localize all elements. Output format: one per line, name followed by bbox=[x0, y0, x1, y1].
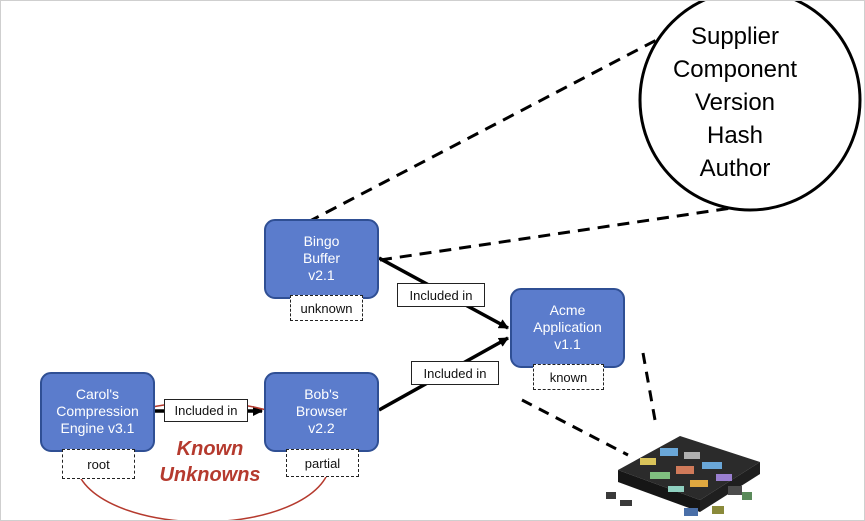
edge-label-carol-to-bob: Included in bbox=[164, 399, 248, 422]
tag-known: known bbox=[533, 364, 604, 390]
callout-text: Supplier Component Version Hash Author bbox=[672, 23, 798, 182]
tag-unknown: unknown bbox=[290, 295, 363, 321]
node-acme-application-label: Acme Application v1.1 bbox=[533, 302, 602, 352]
microchip-icon bbox=[606, 436, 760, 516]
node-bingo-buffer-label: Bingo Buffer v2.1 bbox=[302, 233, 341, 283]
callout-line-upper bbox=[307, 32, 669, 224]
node-carols-compression-engine-label: Carol's Compression Engine v3.1 bbox=[56, 386, 139, 436]
callout-line-lower bbox=[379, 204, 746, 262]
tag-partial: partial bbox=[286, 449, 359, 477]
edge-label-bob-to-acme: Included in bbox=[411, 361, 499, 385]
node-bobs-browser-label: Bob's Browser v2.2 bbox=[295, 386, 348, 436]
chip-line-vertical bbox=[641, 352, 657, 421]
callout-circle bbox=[638, 0, 862, 212]
tag-root: root bbox=[62, 449, 135, 479]
known-unknowns-label: Known Unknowns bbox=[159, 438, 261, 486]
node-bobs-browser: Bob's Browser v2.2 bbox=[264, 372, 379, 452]
chip-line-diagonal bbox=[521, 398, 629, 457]
node-acme-application: Acme Application v1.1 bbox=[510, 288, 625, 368]
node-bingo-buffer: Bingo Buffer v2.1 bbox=[264, 219, 379, 299]
edge-label-bingo-to-acme: Included in bbox=[397, 283, 485, 307]
